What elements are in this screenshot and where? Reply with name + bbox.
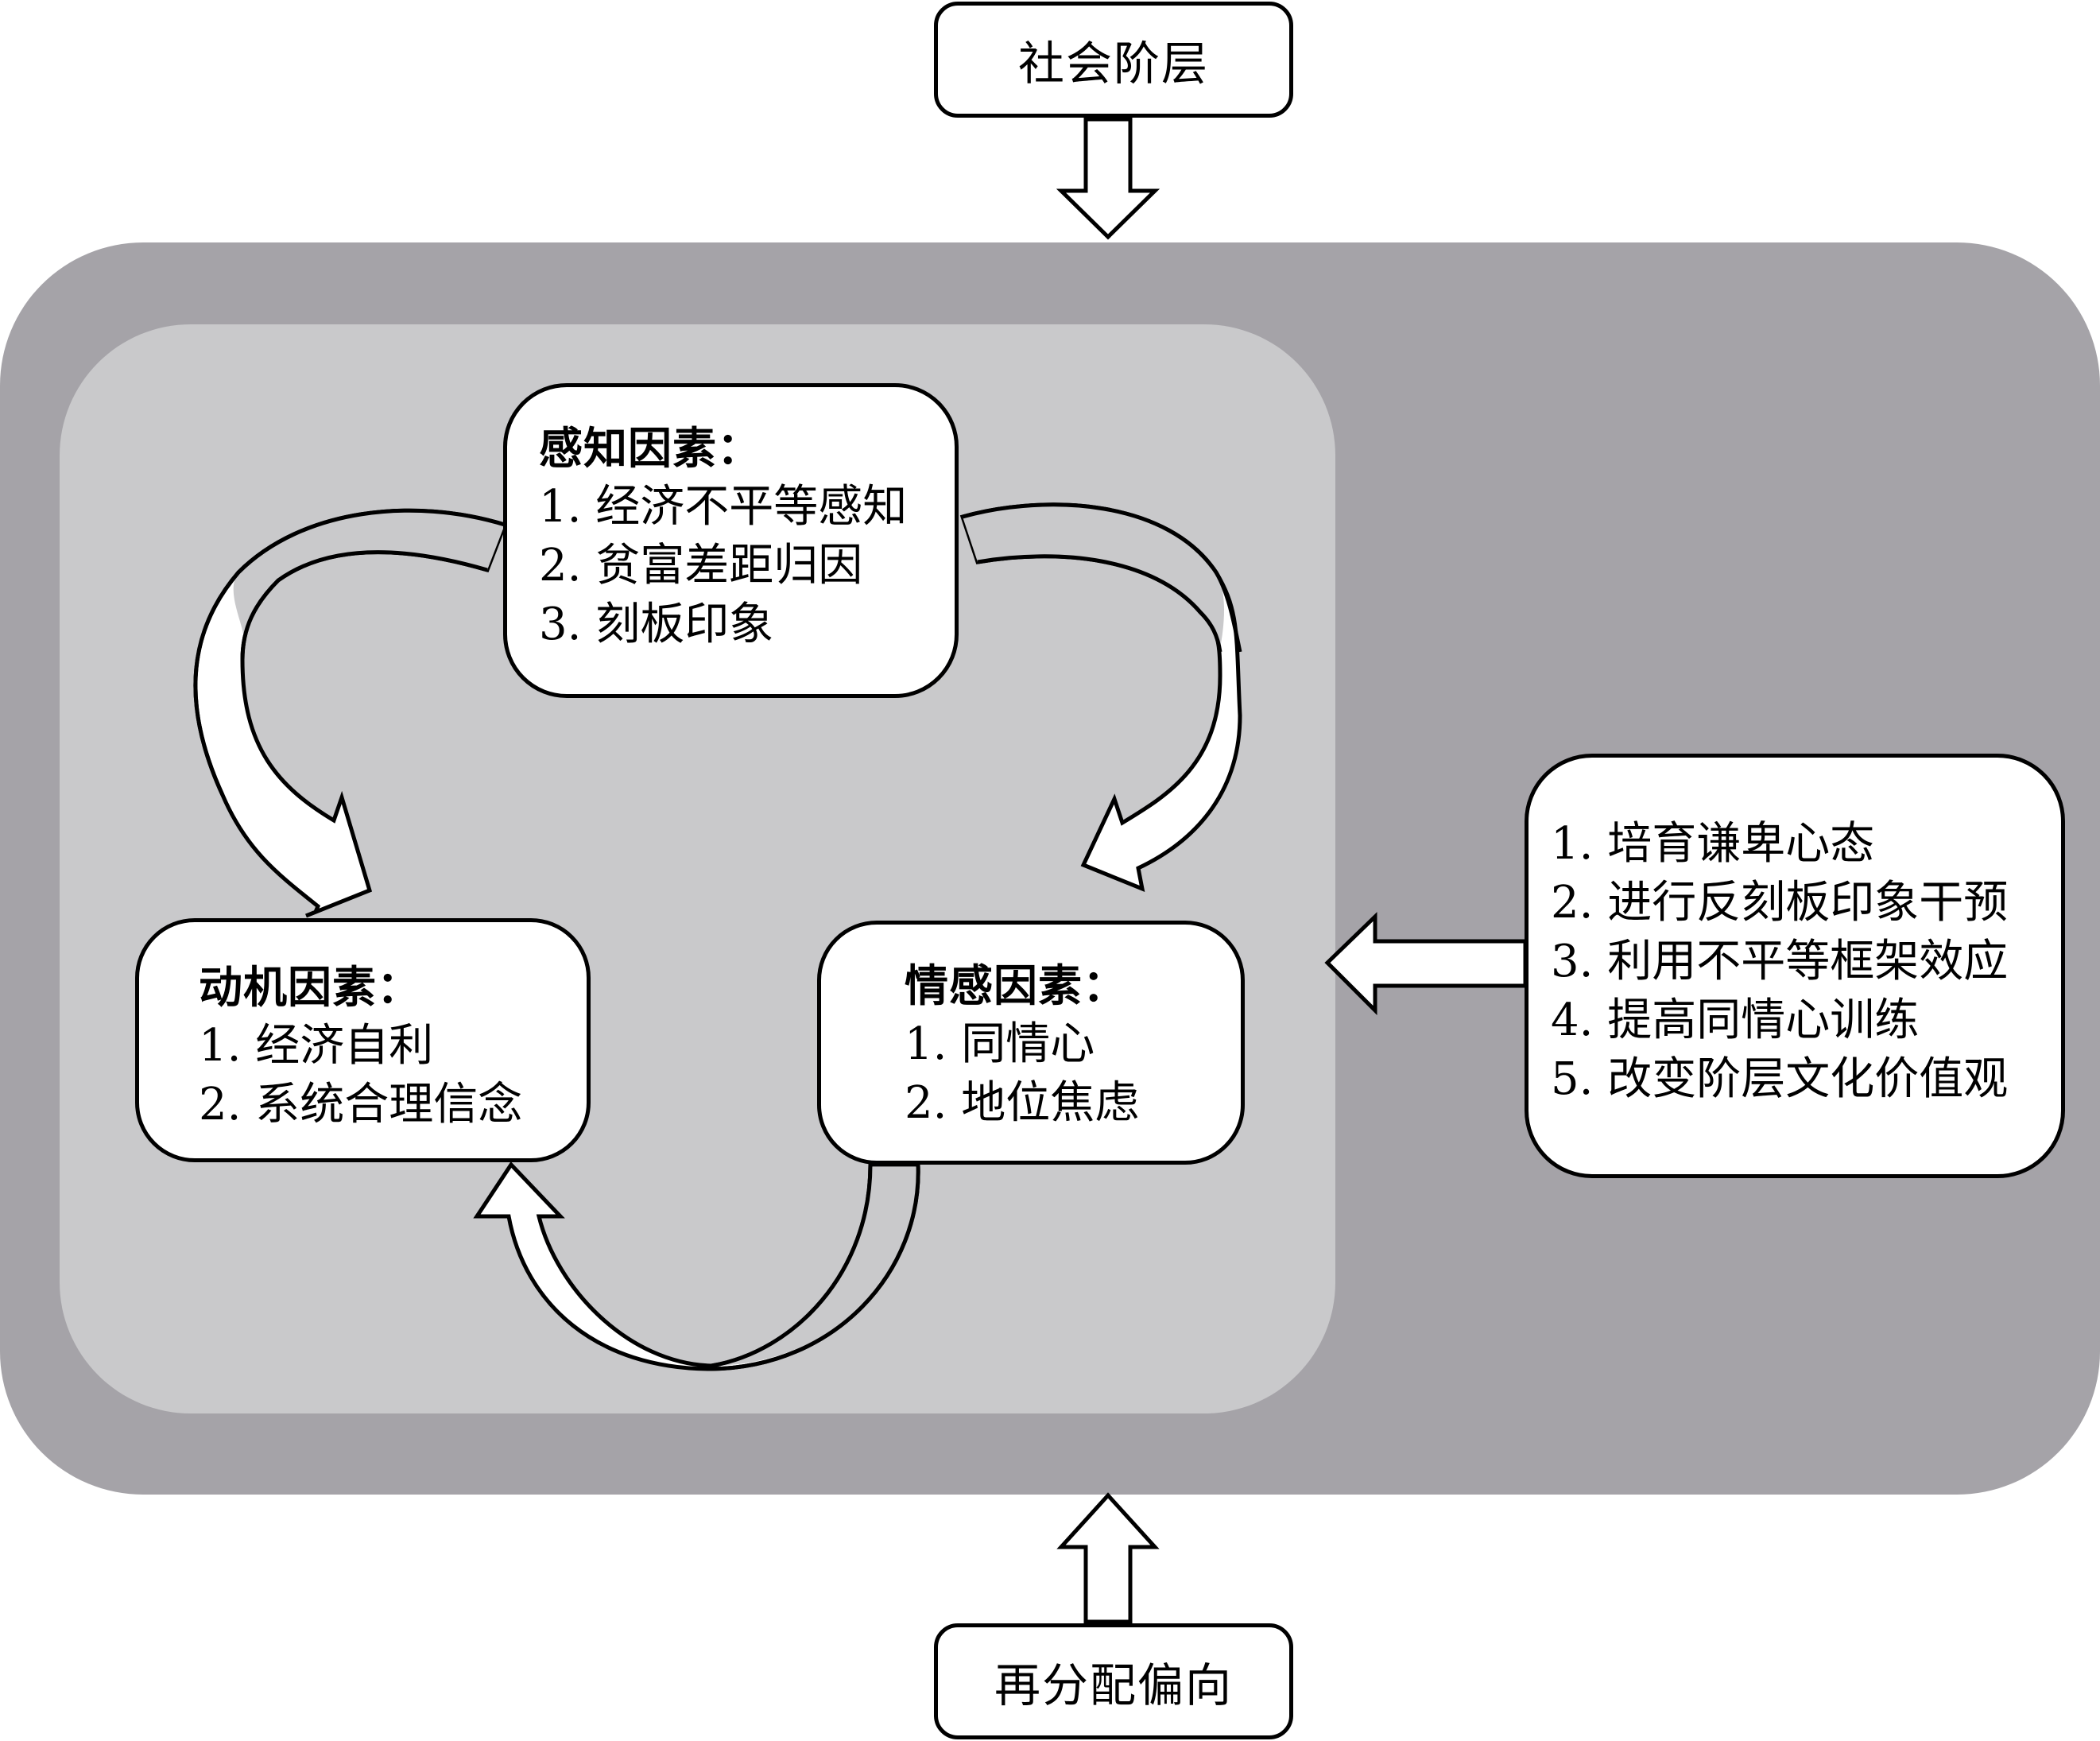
motive-heading: 动机因素： [199,962,422,1013]
perception-item: 2. 贫富差距归因 [539,540,863,591]
perception-item: 3. 刻板印象 [539,599,774,650]
emotion-heading: 情感因素： [905,960,1128,1011]
curved-arrow-emotion-to-motive-inner-outline [711,1164,873,1368]
node-emotion-factor: 情感因素： 1. 同情心 2. 地位焦虑 [817,921,1245,1165]
emotion-item: 2. 地位焦虑 [905,1077,1140,1129]
node-redistribution-preference-label: 再分配偏向 [994,1658,1233,1712]
perception-item: 1. 经济不平等感知 [539,481,908,533]
motive-item: 1. 经济自利 [199,1020,434,1072]
node-perception-factor: 感知因素： 1. 经济不平等感知 2. 贫富差距归因 3. 刻板印象 [503,383,959,698]
curved-arrow-emotion-to-motive-tail [713,1167,919,1366]
curved-arrow-perception-to-emotion-inner-outline [977,554,1222,653]
intervention-item: 2. 进行反刻板印象干预 [1551,877,2009,929]
arrow-up-icon [1056,1492,1160,1624]
perception-heading: 感知因素： [539,423,762,474]
arrow-down-icon [1056,117,1160,240]
curved-arrow-perception-to-emotion-tail [963,504,1224,648]
node-motive-factor: 动机因素： 1. 经济自利 2. 系统合理信念 [135,918,591,1162]
emotion-item: 1. 同情心 [905,1018,1095,1070]
curved-arrow-perception-to-motive-outline [193,508,506,797]
intervention-item: 3. 利用不平等框架效应 [1551,936,2009,987]
arrow-left-icon [1324,912,1528,1016]
node-social-class: 社会阶层 [934,2,1293,118]
curved-arrow-perception-to-motive-tail [233,510,505,644]
node-interventions: 1. 培育谦卑心态 2. 进行反刻板印象干预 3. 利用不平等框架效应 4. 提… [1525,754,2065,1178]
motive-item: 2. 系统合理信念 [199,1079,523,1130]
intervention-item: 5. 改变阶层文化价值观 [1551,1053,2009,1105]
intervention-item: 1. 培育谦卑心态 [1551,818,1875,870]
node-social-class-label: 社会阶层 [1017,37,1209,91]
node-redistribution-preference: 再分配偏向 [934,1623,1293,1739]
curved-arrow-perception-to-motive-inner-outline [240,550,488,661]
curved-arrow-perception-to-emotion-outline [962,502,1242,653]
intervention-item: 4. 提高同情心训练 [1551,995,1920,1046]
curved-arrow-emotion-to-motive-outline [711,1164,920,1371]
